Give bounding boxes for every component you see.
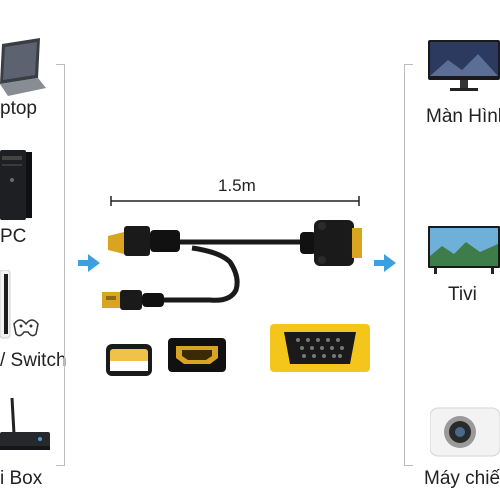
left-device-label-console: / Switch (0, 350, 67, 371)
hdmi-vga-cable (102, 220, 362, 310)
arrow-right-icon (78, 254, 100, 272)
usb-a-port-icon (106, 344, 152, 376)
desktop-pc-icon (0, 150, 32, 220)
game-console-icon (0, 270, 39, 339)
hdmi-port-icon (168, 338, 226, 372)
laptop-icon (0, 38, 46, 96)
left-bracket (56, 64, 65, 466)
hdmi-plug (108, 226, 180, 256)
tv-box-icon (0, 397, 50, 450)
projector-icon (430, 407, 500, 457)
right-bracket (404, 64, 413, 466)
right-device-label-projector: Máy chiế (424, 468, 500, 489)
tv-icon (428, 226, 500, 274)
length-dimension-line (110, 196, 360, 206)
right-device-label-monitor: Màn Hình (426, 106, 500, 127)
left-device-label-pc: PC (0, 226, 27, 247)
monitor-icon (428, 40, 500, 91)
vga-port-icon (270, 324, 370, 372)
left-device-label-tvbox: i Box (0, 468, 43, 489)
right-device-label-tv: Tivi (448, 284, 477, 305)
vga-plug (300, 220, 362, 266)
left-device-label-laptop: ptop (0, 98, 37, 119)
cable-length-label: 1.5m (218, 176, 256, 195)
usb-plug (102, 290, 164, 310)
arrow-right-icon (374, 254, 396, 272)
